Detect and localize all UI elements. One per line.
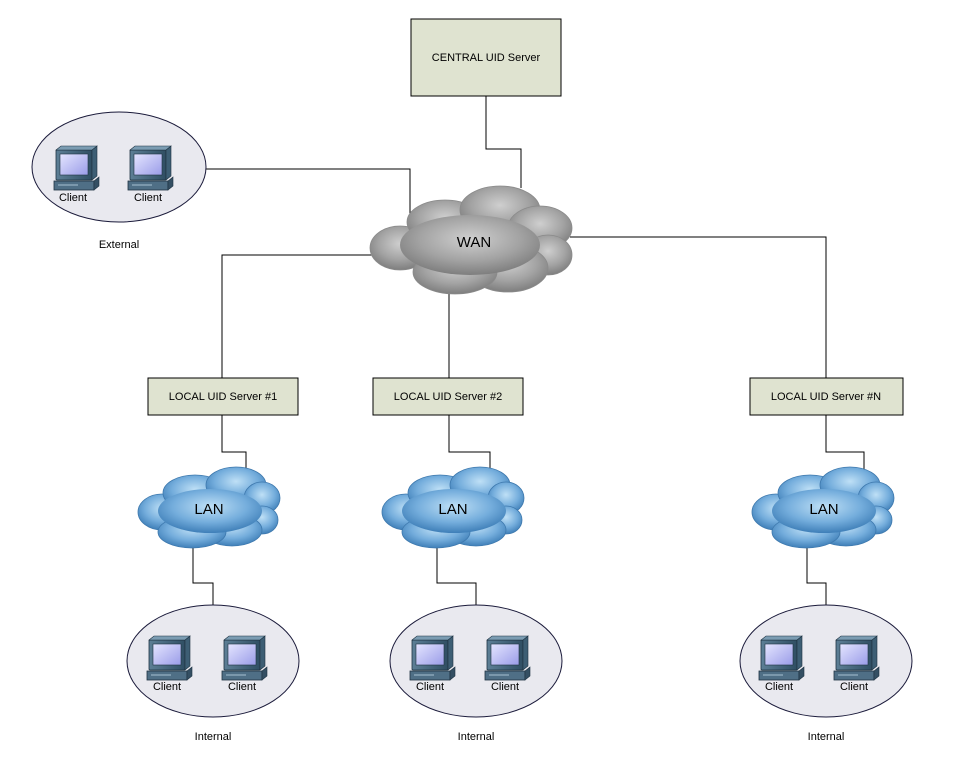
local-server-label: LOCAL UID Server #N	[771, 391, 881, 403]
desktop-computer-icon	[53, 145, 100, 191]
lan-label: LAN	[194, 501, 223, 518]
desktop-computer-icon	[484, 635, 531, 681]
local-uid-server-n: LOCAL UID Server #N	[749, 377, 904, 416]
lan-label: LAN	[809, 501, 838, 518]
external-wan-link	[206, 168, 411, 215]
internal-client-group-2: Client Client Internal	[389, 604, 563, 743]
internal-client-group-n: Client Client Internal	[739, 604, 913, 743]
localN-lan-link	[825, 415, 865, 472]
local2-lan-link	[448, 415, 491, 472]
group-ellipse	[389, 604, 563, 718]
local-uid-server-2: LOCAL UID Server #2	[372, 377, 524, 416]
group-ellipse	[31, 111, 207, 223]
central-wan-link	[485, 96, 522, 188]
client-label: Client	[765, 681, 793, 693]
client-label: Client	[416, 681, 444, 693]
lan-cloud-1: LAN	[137, 466, 281, 549]
desktop-computer-icon	[127, 145, 174, 191]
wan-cloud: WAN	[369, 185, 573, 295]
desktop-computer-icon	[221, 635, 268, 681]
client-label: Client	[59, 192, 87, 204]
group-ellipse	[739, 604, 913, 718]
wan-label: WAN	[457, 234, 491, 251]
client-label: Client	[491, 681, 519, 693]
cloud-icon	[751, 466, 895, 549]
desktop-computer-icon	[758, 635, 805, 681]
central-server-label: CENTRAL UID Server	[432, 52, 541, 64]
group-label: Internal	[808, 731, 845, 743]
lan-cloud-n: LAN	[751, 466, 895, 549]
external-client-group: Client Client External	[31, 111, 207, 251]
client-label: Client	[153, 681, 181, 693]
central-uid-server: CENTRAL UID Server	[410, 18, 562, 97]
group-label: External	[99, 239, 139, 251]
local-uid-server-1: LOCAL UID Server #1	[147, 377, 299, 416]
desktop-computer-icon	[409, 635, 456, 681]
lan-cloud-2: LAN	[381, 466, 525, 549]
group-ellipse	[126, 604, 300, 718]
cloud-icon	[137, 466, 281, 549]
local-server-label: LOCAL UID Server #2	[394, 391, 502, 403]
cloud-icon	[381, 466, 525, 549]
client-label: Client	[134, 192, 162, 204]
client-label: Client	[840, 681, 868, 693]
wan-localN-link	[570, 236, 827, 378]
lan1-group-link	[192, 548, 214, 605]
desktop-computer-icon	[833, 635, 880, 681]
lanN-group-link	[806, 548, 827, 605]
local-server-label: LOCAL UID Server #1	[169, 391, 277, 403]
local1-lan-link	[221, 415, 247, 472]
lan-label: LAN	[438, 501, 467, 518]
lan2-group-link	[436, 548, 477, 605]
internal-client-group-1: Client Client Internal	[126, 604, 300, 743]
group-label: Internal	[195, 731, 232, 743]
group-label: Internal	[458, 731, 495, 743]
desktop-computer-icon	[146, 635, 193, 681]
cloud-icon	[369, 185, 573, 295]
wan-local1-link	[221, 254, 374, 378]
client-label: Client	[228, 681, 256, 693]
